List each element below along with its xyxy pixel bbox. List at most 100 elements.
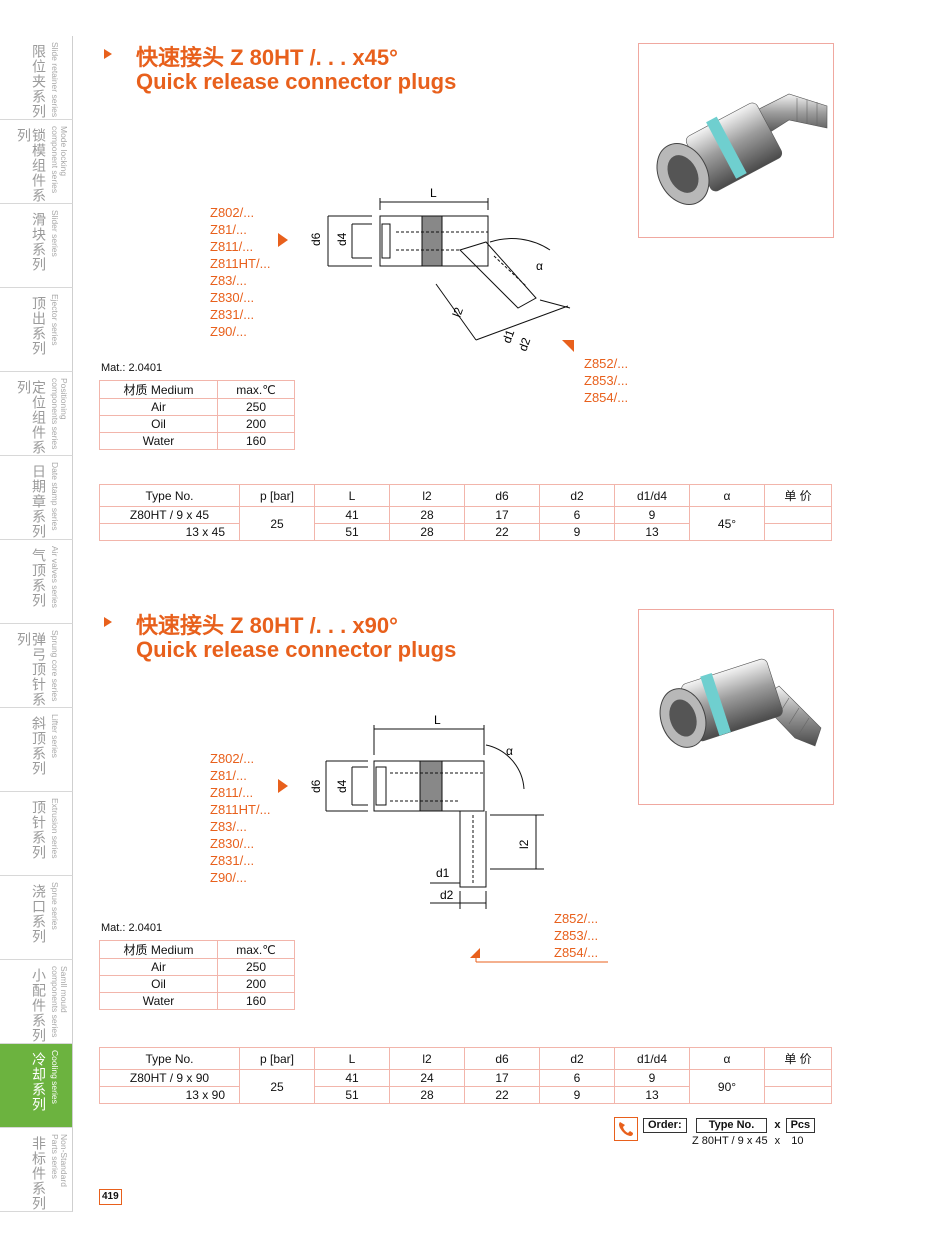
pointer-right-icon: [278, 233, 288, 247]
list-item: Z830/...: [210, 836, 255, 851]
connector-90-photo-icon: [659, 658, 822, 748]
order-example-qty: 10: [791, 1135, 804, 1147]
table-header: d2: [539, 1047, 615, 1070]
list-item: Z852/...: [554, 911, 599, 926]
list-item: Z854/...: [554, 945, 599, 960]
dim-d4: d4: [335, 779, 349, 793]
list-item: Z811/...: [210, 785, 254, 800]
pointer-right-icon: [278, 779, 288, 793]
sidebar-item-label: 顶针系列: [31, 800, 47, 860]
sidebar-item-label: 冷却系列: [31, 1052, 47, 1112]
table-header: 材质 Medium: [99, 940, 218, 959]
sidebar-item-sublabel: Date stamp series: [50, 462, 60, 531]
sidebar-item-label: 滑块系列: [31, 212, 47, 272]
sidebar-item-sublabel: Air valves series: [50, 546, 60, 608]
table-header: α: [689, 1047, 765, 1070]
dim-alpha: α: [506, 744, 513, 758]
table-header: L: [314, 1047, 390, 1070]
table-header: 材质 Medium: [99, 380, 218, 399]
order-example-type: Z 80HT / 9 x 45: [692, 1135, 768, 1147]
table-header: 单 价: [764, 484, 832, 507]
table-header: p [bar]: [239, 1047, 315, 1070]
sidebar-item-label: 锁模组件系列: [16, 128, 47, 203]
sidebar-item-label: 浇口系列: [31, 884, 47, 944]
table-header: d6: [464, 1047, 540, 1070]
sidebar-item-label: 非标件系列: [31, 1136, 47, 1211]
table-header: α: [689, 484, 765, 507]
sidebar-item-label: 限位夹系列: [31, 44, 47, 119]
section2-title-en: Quick release connector plugs: [136, 637, 457, 662]
section2-title-cn: 快速接头 Z 80HT /. . . x90°: [136, 613, 398, 638]
table-header: d1/d4: [614, 1047, 690, 1070]
sidebar-item-sublabel: Non-Standard Parts series: [50, 1134, 69, 1187]
table-row: 13 x 90 51 28 22 9 13: [99, 1086, 832, 1104]
list-item: Z811HT/...: [210, 802, 271, 817]
list-item: Z90/...: [210, 870, 247, 885]
dim-l2: l2: [450, 305, 466, 319]
dim-d1: d1: [436, 866, 450, 880]
sidebar-item-label: 定位组件系列: [16, 380, 47, 455]
section2-spec-table: Type No. p [bar] L l2 d6 d2 d1/d4 α 单 价 …: [99, 1047, 832, 1104]
dim-d4: d4: [335, 232, 349, 246]
order-x: x: [774, 1119, 781, 1131]
table-header: max.℃: [217, 380, 295, 399]
section2-compatible-list-left: Z802/... Z81/... Z811/... Z811HT/... Z83…: [210, 750, 270, 886]
table-header: d1/d4: [614, 484, 690, 507]
sidebar-item-sublabel: Positioning components series: [50, 378, 69, 450]
sidebar-item-sublabel: Sprung core series: [50, 630, 60, 702]
sidebar-item-label: 小配件系列: [31, 968, 47, 1043]
sidebar-item-label: 斜顶系列: [31, 716, 47, 776]
section1-spec-table: Type No. p [bar] L l2 d6 d2 d1/d4 α 单 价 …: [99, 484, 832, 541]
connector-45-photo-icon: [656, 93, 828, 205]
list-item: Z831/...: [210, 853, 255, 868]
pointer-down-left-icon: [562, 340, 574, 352]
table-header: p [bar]: [239, 484, 315, 507]
section1-product-photo: [638, 43, 834, 238]
list-item: Z811HT/...: [210, 256, 271, 271]
section2-compatible-list-right: Z852/... Z853/... Z854/...: [554, 910, 598, 961]
table-row: Z80HT / 9 x 45 25 41 28 17 6 9 45°: [99, 506, 832, 541]
list-item: Z811/...: [210, 239, 254, 254]
section1-compatible-list-left: Z802/... Z81/... Z811/... Z811HT/... Z83…: [210, 204, 270, 340]
list-item: Z802/...: [210, 751, 255, 766]
sidebar-item-label: 气顶系列: [31, 548, 47, 608]
order-pcs-label: Pcs: [785, 1118, 816, 1133]
table-header: d6: [464, 484, 540, 507]
section2-product-photo: [638, 609, 834, 805]
sidebar-item-sublabel: Slider series: [50, 210, 60, 257]
dim-d6: d6: [309, 232, 323, 246]
pointer-up-left-icon: [470, 948, 608, 963]
dim-alpha: α: [536, 259, 543, 273]
phone-order-icon: [614, 1117, 638, 1141]
dim-L: L: [434, 713, 441, 727]
list-item: Z83/...: [210, 273, 247, 288]
dim-l2: l2: [517, 839, 531, 849]
order-label: Order:: [643, 1118, 687, 1133]
list-item: Z831/...: [210, 307, 255, 322]
table-header: Type No.: [99, 1047, 240, 1070]
table-header: L: [314, 484, 390, 507]
sidebar-item-label: 顶出系列: [31, 296, 47, 356]
order-example: Z 80HT / 9 x 45 x 10: [692, 1135, 803, 1147]
order-type-label: Type No.: [695, 1118, 768, 1133]
